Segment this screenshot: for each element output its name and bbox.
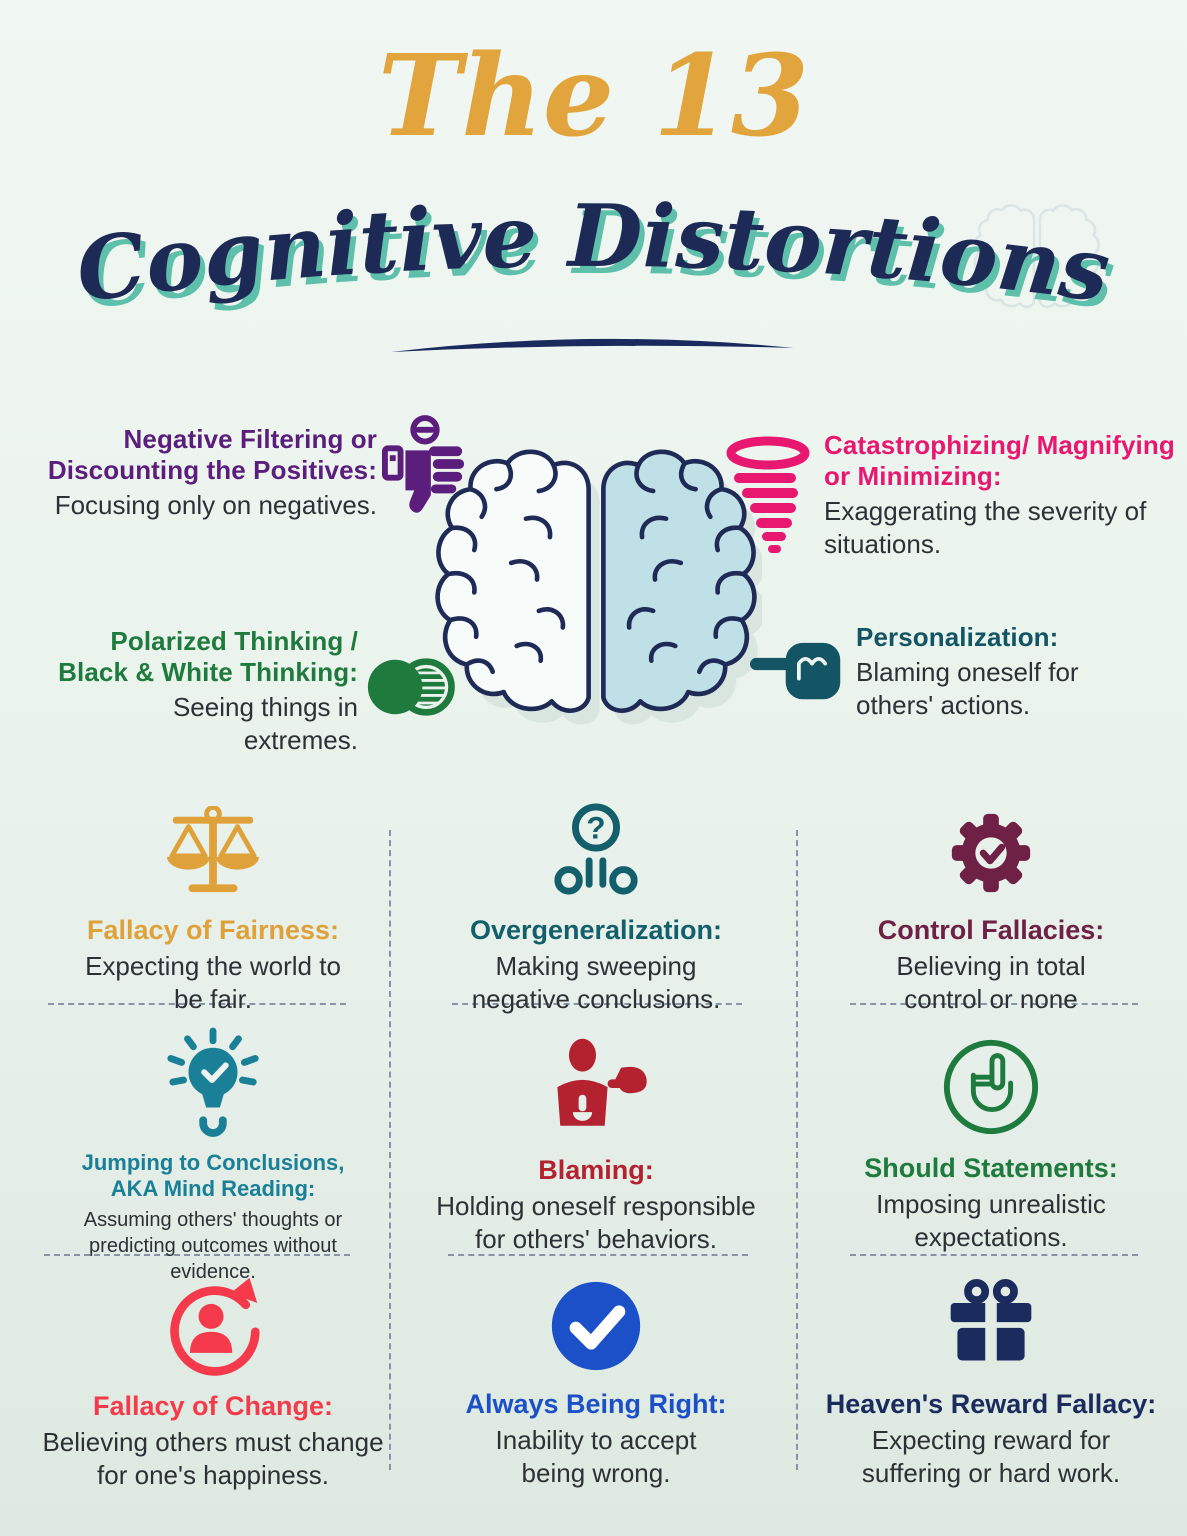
tornado-icon [726, 436, 810, 553]
brain-icon [435, 449, 762, 725]
title-main-text: Cognitive Distortions [71, 186, 1116, 322]
column-divider [796, 830, 798, 1470]
cell-heading: Fallacy of Change: [92, 1391, 334, 1421]
item-body: Blaming oneself for others' actions. [856, 657, 1079, 720]
svg-text:?: ? [586, 810, 605, 845]
item-heading: Negative Filtering or Discounting the Po… [47, 424, 377, 486]
cell-heading: Overgeneralization: [469, 915, 723, 945]
balance-scale-icon [166, 806, 260, 893]
column-divider [389, 830, 391, 1470]
cell-heading: Fallacy of Fairness: [86, 915, 340, 945]
lightbulb-check-icon [167, 1027, 259, 1137]
cell-heading: Blaming: [538, 1155, 654, 1185]
cell-fallacy-of-fairness: Fallacy of Fairness: Expecting the world… [48, 802, 378, 1015]
row-divider [448, 1254, 748, 1256]
cell-body: Believing others must change for one's h… [42, 1427, 384, 1490]
item-heading: Personalization: [856, 622, 1059, 652]
cell-body: Expecting reward for suffering or hard w… [861, 1425, 1121, 1488]
question-links-icon: ? [554, 803, 638, 895]
brain-watermark-icon [973, 204, 1101, 309]
pointing-hand-icon [750, 642, 841, 700]
page-title-line1: The 13 [378, 31, 809, 162]
gift-icon [950, 1278, 1032, 1363]
cell-heading: Jumping to Conclusions, AKA Mind Reading… [81, 1150, 345, 1202]
check-circle-icon [551, 1281, 641, 1371]
item-personalization: Personalization: Blaming oneself for oth… [856, 622, 1156, 721]
overlapping-circles-icon [367, 658, 455, 716]
cell-heading: Always Being Right: [465, 1389, 727, 1419]
cell-heading: Heaven's Reward Fallacy: [825, 1389, 1157, 1419]
cell-overgeneralization: ? Overgeneralization: Making sweeping ne… [440, 800, 752, 1015]
item-negative-filtering: Negative Filtering or Discounting the Po… [22, 424, 377, 522]
svg-text:Cognitive Distortions: Cognitive Distortions [71, 186, 1116, 322]
cell-jumping-to-conclusions: Jumping to Conclusions, AKA Mind Reading… [48, 1024, 378, 1285]
cell-body: Imposing unrealistic expectations. [876, 1189, 1106, 1252]
cell-body: Making sweeping negative conclusions. [471, 951, 721, 1014]
cell-heavens-reward-fallacy: Heaven's Reward Fallacy: Expecting rewar… [806, 1274, 1176, 1489]
row-divider [850, 1003, 1138, 1005]
cell-control-fallacies: Control Fallacies: Believing in total co… [826, 802, 1156, 1015]
item-body: Exaggerating the severity of situations. [824, 496, 1147, 559]
person-refresh-icon [170, 1277, 260, 1376]
cell-should-statements: Should Statements: Imposing unrealistic … [826, 1030, 1156, 1253]
row-divider [44, 1254, 350, 1256]
cell-body: Assuming others' thoughts or predicting … [83, 1208, 343, 1283]
cell-heading: Should Statements: [864, 1153, 1118, 1183]
row-divider [48, 1003, 346, 1005]
page-title-line2: Cognitive Distortions Cognitive Distorti… [71, 186, 1121, 329]
finger-up-circle-icon [943, 1039, 1039, 1135]
cell-blaming: Blaming: Holding oneself responsible for… [430, 1028, 762, 1255]
gear-check-icon [951, 813, 1031, 893]
item-body: Seeing things in extremes. [172, 692, 358, 755]
item-heading: Polarized Thinking / Black & White Think… [58, 626, 358, 688]
person-blame-icon [557, 1038, 647, 1126]
title-underline-swoosh [391, 338, 794, 352]
row-divider [452, 1003, 742, 1005]
thumbs-down-minus-icon [382, 415, 465, 513]
item-catastrophizing: Catastrophizing/ Magnifying or Minimizin… [824, 430, 1184, 560]
item-polarized-thinking: Polarized Thinking / Black & White Think… [48, 626, 358, 756]
cell-body: Believing in total control or none [896, 951, 1086, 1014]
cell-body: Expecting the world to be fair. [85, 951, 341, 1014]
cell-fallacy-of-change: Fallacy of Change: Believing others must… [38, 1274, 388, 1491]
cell-heading: Control Fallacies: [877, 915, 1105, 945]
item-body: Focusing only on negatives. [54, 490, 377, 521]
row-divider [850, 1254, 1138, 1256]
item-heading: Catastrophizing/ Magnifying or Minimizin… [824, 430, 1175, 492]
cell-body: Inability to accept being wrong. [495, 1425, 697, 1488]
cell-body: Holding oneself responsible for others' … [436, 1191, 756, 1254]
cell-always-being-right: Always Being Right: Inability to accept … [440, 1274, 752, 1489]
